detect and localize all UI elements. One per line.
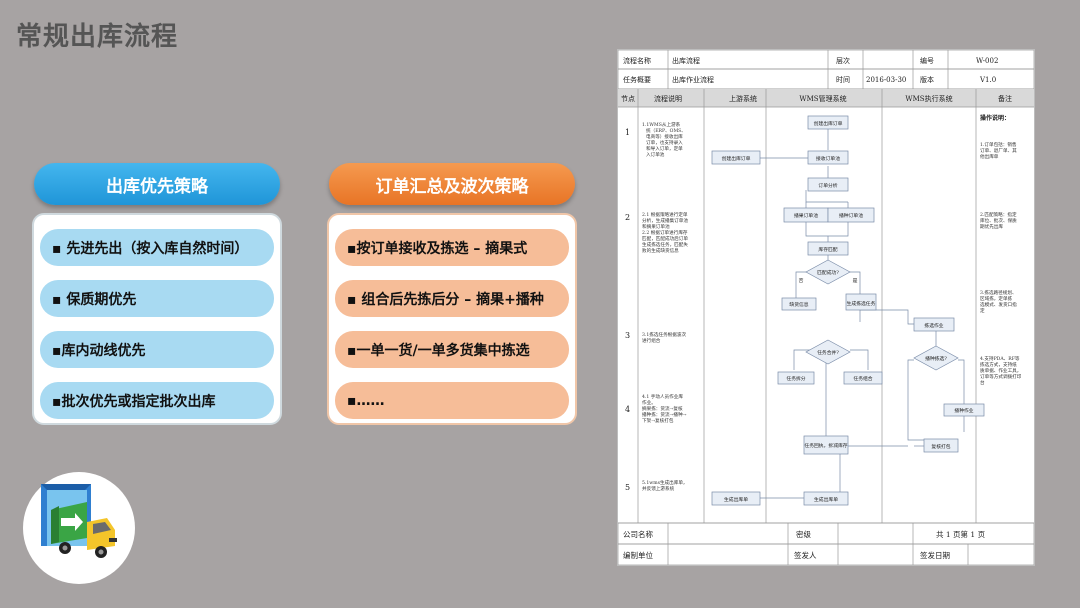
- list-item: ▪一单一货/一单多货集中拣选: [335, 331, 569, 368]
- list-item: ▪ 先进先出（按入库自然时间）: [40, 229, 274, 266]
- col-wms-exec: WMS执行系统: [905, 94, 952, 103]
- col-desc: 流程说明: [654, 94, 682, 103]
- list-item: ▪按订单接收及拣选 – 摘果式: [335, 229, 569, 266]
- level-label: 层次: [836, 56, 850, 65]
- overview-value: 出库作业流程: [672, 75, 714, 84]
- doc-text: 3.1拣选任务根据波次进行组合: [642, 331, 686, 344]
- page-title: 常规出库流程: [16, 22, 179, 52]
- col-remarks: 备注: [998, 94, 1012, 103]
- step-number: 4: [625, 405, 630, 414]
- node-seed-pick: 播种拣选?: [925, 355, 947, 362]
- outbound-priority-list: ▪ 先进先出（按入库自然时间） ▪ 保质期优先 ▪库内动线优先 ▪批次优先或指定…: [32, 213, 282, 425]
- step-number: 3: [625, 331, 630, 340]
- outbound-priority-header: 出库优先策略: [34, 163, 280, 205]
- number-value: W-002: [976, 57, 998, 65]
- list-item: ▪ 保质期优先: [40, 280, 274, 317]
- node-upstream-order: 创建出库订单: [722, 155, 751, 162]
- label-no: 否: [799, 278, 804, 284]
- list-item: ▪ 组合后先拣后分 – 摘果+播种: [335, 280, 569, 317]
- node-task-back: 任务回执，拆减库存: [804, 442, 847, 449]
- node-receive-order: 接收订单池: [816, 155, 840, 162]
- unit-label: 编制单位: [623, 550, 653, 560]
- process-flow-document: 流程名称 出库流程 层次 编号 W-002 任务概要 出库作业流程 时间 201…: [617, 49, 1035, 566]
- node-gen-out: 生成出库单: [814, 496, 838, 503]
- doc-text: 2.匹配策略：指定库位、批次、保质期优先出库: [980, 211, 1017, 230]
- doc-text: 1.1WMS从上游系统（ERP、OMS、电商等）接收出库订单，也支持录入和导入订…: [642, 121, 686, 158]
- node-seed-pool: 播果订单池: [794, 212, 818, 219]
- process-name: 出库流程: [672, 56, 700, 65]
- doc-text: 5.1wms生成出库单，并反馈上游系统: [642, 479, 688, 492]
- remarks-title: 操作说明：: [980, 114, 1010, 122]
- node-task-group: 任务组合: [853, 375, 872, 382]
- time-label: 时间: [836, 75, 850, 84]
- node-pick-op: 拣选作业: [924, 322, 943, 329]
- process-name-label: 流程名称: [623, 56, 651, 65]
- issuer-label: 签发人: [794, 550, 817, 560]
- step-number: 2: [625, 213, 630, 222]
- page-counter: 共 1 页第 1 页: [936, 529, 986, 539]
- doc-text: 1.订单包括：销售订单、退厂单、其他出库单: [980, 141, 1017, 160]
- node-shortage: 缺货信息: [789, 301, 808, 308]
- list-item: ▪批次优先或指定批次出库: [40, 382, 274, 419]
- col-upstream: 上游系统: [729, 94, 757, 103]
- col-node: 节点: [621, 95, 635, 103]
- col-wms-mgmt: WMS管理系统: [799, 94, 846, 103]
- wave-strategy-panel: 订单汇总及波次策略 ▪按订单接收及拣选 – 摘果式 ▪ 组合后先拣后分 – 摘果…: [327, 163, 577, 425]
- doc-text: 4.支持PDA、RF等拣选方式，支持纸质单据、作业工具，订单等方式调拨打印台: [980, 355, 1022, 386]
- truck-logo-icon: [23, 472, 135, 584]
- node-inv-match: 库存匹配: [818, 246, 837, 253]
- node-pick-pool: 播种订单池: [839, 212, 863, 219]
- node-group-task: 任务合并?: [817, 349, 839, 356]
- node-seed-op: 播种作业: [954, 407, 973, 414]
- date-label: 签发日期: [920, 550, 950, 560]
- node-match-ok: 匹配成功?: [817, 269, 839, 276]
- outbound-priority-panel: 出库优先策略 ▪ 先进先出（按入库自然时间） ▪ 保质期优先 ▪库内动线优先 ▪…: [32, 163, 282, 425]
- company-label: 公司名称: [623, 529, 653, 539]
- secret-label: 密级: [796, 529, 811, 539]
- time-value: 2016-03-30: [866, 76, 906, 84]
- step-number: 1: [625, 128, 630, 137]
- label-yes: 是: [853, 278, 858, 284]
- doc-text: 3.拣选路径规划、区域拣，定单拣选模式、发货口指定: [980, 289, 1017, 314]
- wave-strategy-header: 订单汇总及波次策略: [329, 163, 575, 205]
- list-item: ▪……: [335, 382, 569, 419]
- node-create-order: 创建出库订单: [814, 120, 843, 127]
- version-value: V1.0: [979, 76, 996, 84]
- step-number: 5: [625, 483, 630, 492]
- node-task-split: 任务拆分: [786, 375, 805, 382]
- number-label: 编号: [920, 56, 934, 65]
- overview-label: 任务概要: [623, 75, 651, 84]
- doc-text: 4.1 手动人员作业库作业。摘果拣：货流→复核播种拣：货流→播种→下架→复核打包: [642, 393, 687, 424]
- wave-strategy-list: ▪按订单接收及拣选 – 摘果式 ▪ 组合后先拣后分 – 摘果+播种 ▪一单一货/…: [327, 213, 577, 425]
- node-order-analysis: 订单分析: [818, 182, 837, 189]
- list-item: ▪库内动线优先: [40, 331, 274, 368]
- version-label: 版本: [920, 75, 934, 84]
- node-review: 复核打包: [931, 443, 950, 450]
- node-gen-task: 生成拣选任务: [847, 300, 876, 307]
- node-gen-out-upstream: 生成出库单: [724, 496, 748, 503]
